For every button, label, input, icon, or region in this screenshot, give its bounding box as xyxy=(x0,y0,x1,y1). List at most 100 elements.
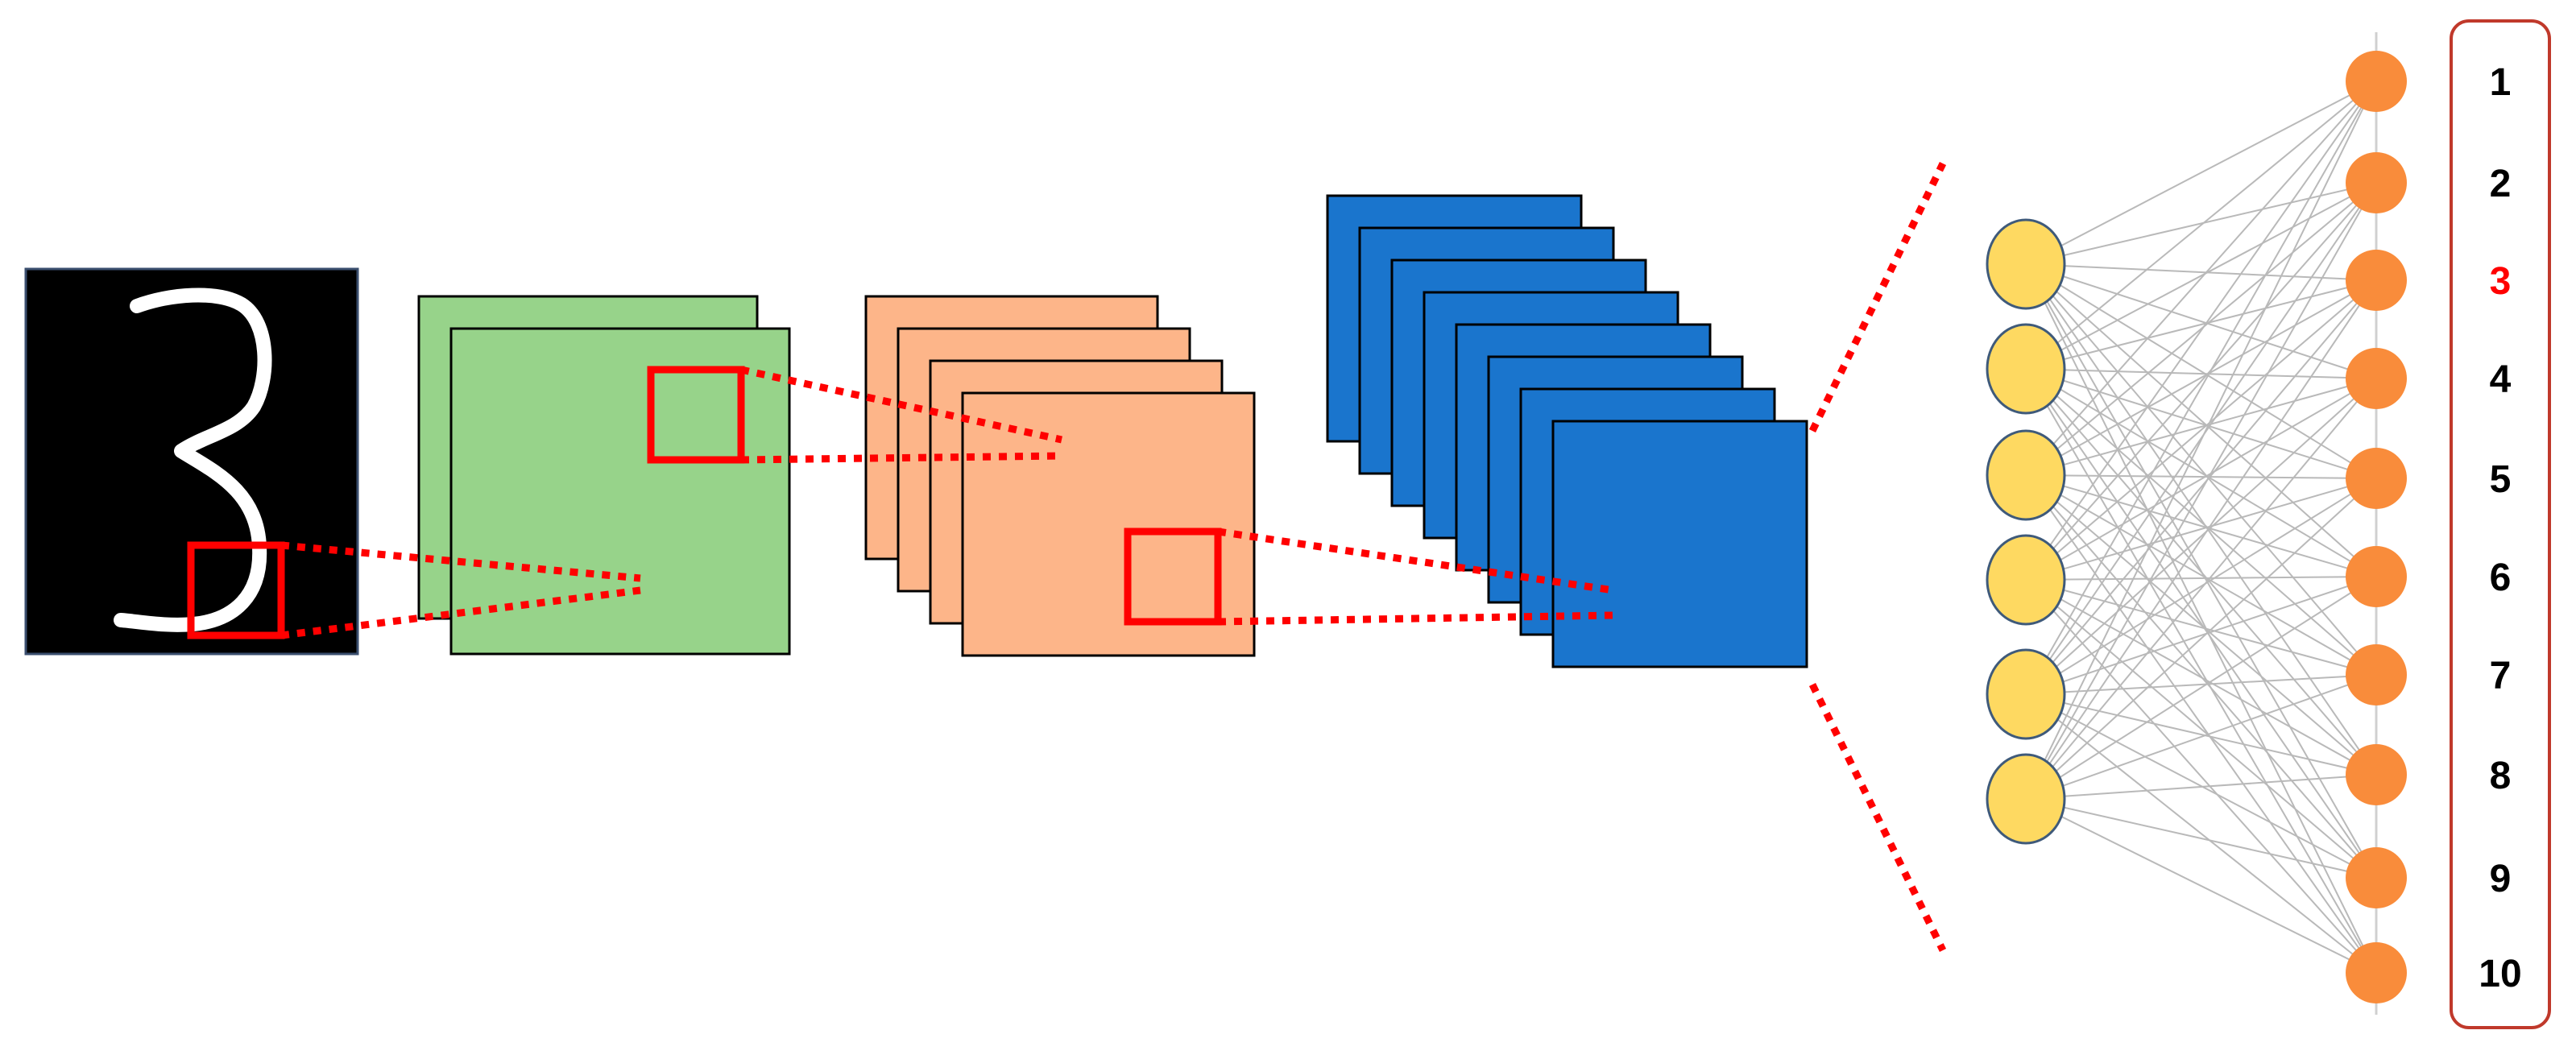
output-labels: 1 2 3 4 5 6 7 8 9 10 xyxy=(2479,61,2521,995)
output-label-10: 10 xyxy=(2479,953,2521,995)
fc-connection xyxy=(2025,368,2377,879)
projection-line-input-top xyxy=(280,541,641,582)
fc-connection xyxy=(2025,81,2377,581)
fc-connection xyxy=(2025,182,2377,800)
conv3-map-8 xyxy=(1551,420,1808,668)
output-node-7 xyxy=(2346,644,2407,705)
fc-connection xyxy=(2025,279,2377,476)
output-label-6: 6 xyxy=(2490,556,2512,599)
fc-connection xyxy=(2025,798,2377,974)
fc-connection xyxy=(2025,576,2377,695)
fc-connection xyxy=(2025,774,2377,800)
output-node-1 xyxy=(2346,51,2407,112)
fc-connection xyxy=(2025,182,2377,370)
conv1-map-2 xyxy=(449,327,791,656)
fc-connection xyxy=(2025,693,2377,974)
fc-connections xyxy=(2025,32,2378,1015)
fc-connection xyxy=(2025,674,2377,800)
fc-connection xyxy=(2025,378,2377,695)
fc-connection xyxy=(2025,693,2377,776)
fc-connection xyxy=(2025,279,2377,370)
projection-line-conv2-bottom xyxy=(1217,611,1614,626)
fc-connection xyxy=(2025,81,2377,370)
dense-node-3 xyxy=(1986,429,2066,521)
fc-connection xyxy=(2025,474,2377,479)
dense-node-2 xyxy=(1986,323,2066,415)
receptive-field-conv2 xyxy=(1124,528,1222,626)
output-node-9 xyxy=(2346,847,2407,908)
projection-line-flatten-bottom xyxy=(1808,683,1947,952)
fc-connection xyxy=(2025,263,2377,577)
fc-connection xyxy=(2025,798,2377,879)
output-label-4: 4 xyxy=(2490,358,2512,401)
projection-line-conv1-bottom xyxy=(740,452,1062,464)
conv2-feature-maps xyxy=(864,295,1256,657)
fc-connection xyxy=(2025,576,2377,581)
fc-connection xyxy=(2025,368,2377,577)
fc-connection xyxy=(2025,576,2377,800)
fc-connection xyxy=(2025,279,2377,695)
output-node-2 xyxy=(2346,152,2407,213)
fc-connection xyxy=(2025,579,2377,974)
fc-connection xyxy=(2025,474,2377,676)
fc-connection xyxy=(2025,378,2377,581)
fc-connection xyxy=(2025,263,2377,281)
output-label-5: 5 xyxy=(2490,458,2512,501)
fc-connection xyxy=(2025,182,2377,581)
fc-connection xyxy=(2025,263,2377,776)
output-label-box xyxy=(2450,19,2551,1029)
fc-connection xyxy=(2025,81,2377,265)
projection-lines xyxy=(280,162,1947,952)
fc-connection xyxy=(2025,378,2377,800)
fc-connection xyxy=(2025,478,2377,695)
fc-connection xyxy=(2025,263,2377,379)
handwritten-digit-3 xyxy=(114,288,272,632)
output-node-3 xyxy=(2346,250,2407,311)
output-label-3: 3 xyxy=(2490,260,2512,303)
fc-connection xyxy=(2025,263,2377,974)
fc-connection xyxy=(2025,674,2377,695)
fc-connection xyxy=(2025,478,2377,800)
output-label-2: 2 xyxy=(2490,163,2512,205)
output-node-4 xyxy=(2346,348,2407,409)
output-layer-nodes xyxy=(2346,51,2407,1003)
conv2-map-4 xyxy=(961,391,1256,657)
dense-node-5 xyxy=(1986,648,2066,740)
fc-connection xyxy=(2025,474,2377,776)
output-label-9: 9 xyxy=(2490,858,2512,900)
fc-connection xyxy=(2025,368,2377,676)
projection-line-input-bottom xyxy=(280,586,641,639)
fc-connection xyxy=(2025,378,2377,476)
output-node-5 xyxy=(2346,448,2407,509)
output-label-1: 1 xyxy=(2490,61,2512,104)
receptive-field-conv1 xyxy=(647,366,745,464)
output-node-6 xyxy=(2346,546,2407,607)
fc-connection xyxy=(2025,263,2377,479)
fc-connection xyxy=(2025,368,2377,479)
fc-connection xyxy=(2025,478,2377,581)
receptive-field-input xyxy=(187,541,285,639)
fc-connection xyxy=(2025,368,2377,776)
fc-connection xyxy=(2025,81,2377,695)
dense-node-6 xyxy=(1986,753,2066,845)
output-node-10 xyxy=(2346,942,2407,1003)
dense-node-4 xyxy=(1986,534,2066,626)
fc-connection xyxy=(2025,182,2377,476)
fc-connection xyxy=(2025,263,2377,676)
projection-line-conv2-top xyxy=(1217,528,1614,594)
fc-connection xyxy=(2025,579,2377,776)
fc-connection xyxy=(2025,474,2377,577)
fc-connection xyxy=(2025,182,2377,265)
fc-connection xyxy=(2025,81,2377,476)
fc-connection xyxy=(2025,368,2377,379)
projection-line-flatten-top xyxy=(1808,162,1947,432)
output-label-8: 8 xyxy=(2490,755,2512,797)
conv1-feature-maps xyxy=(417,295,791,656)
fc-connection xyxy=(2025,279,2377,800)
conv3-feature-maps xyxy=(1326,194,1808,668)
fc-connection xyxy=(2025,81,2377,800)
fc-connection xyxy=(2025,474,2377,974)
dense-node-1 xyxy=(1986,218,2066,310)
output-label-7: 7 xyxy=(2490,655,2512,697)
